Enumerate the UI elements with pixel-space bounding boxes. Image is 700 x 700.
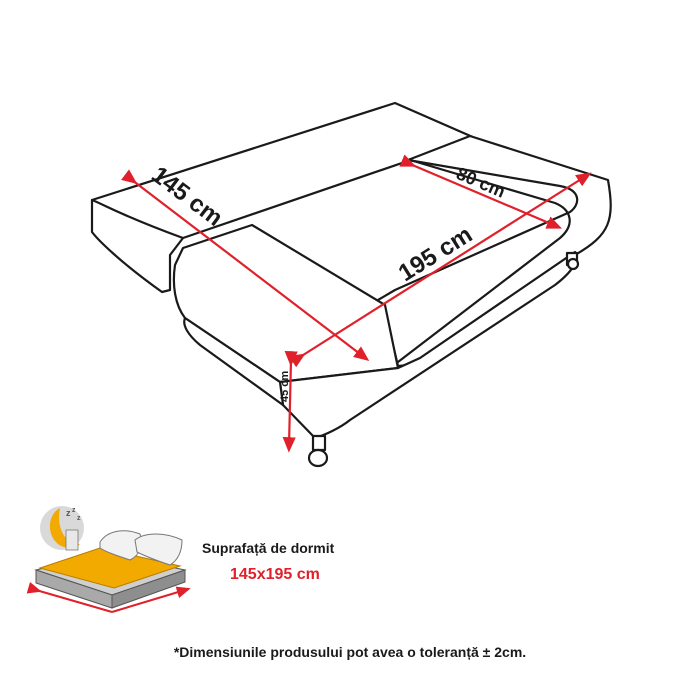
sofa-drawing	[90, 101, 612, 468]
svg-text:z: z	[77, 515, 81, 522]
sleeping-surface-title: Suprafață de dormit	[202, 540, 335, 556]
back-leg-foot	[566, 257, 580, 271]
bed-icon	[26, 530, 191, 613]
bed-size-arrow	[26, 582, 113, 613]
svg-text:z: z	[66, 508, 71, 518]
height-line	[282, 351, 298, 453]
svg-text:z: z	[72, 507, 76, 514]
height-label: 45 cm	[279, 371, 291, 402]
main-seat	[172, 223, 400, 384]
backrest	[376, 134, 612, 368]
bed-size-arrow-2	[111, 586, 191, 613]
mattress	[38, 547, 182, 589]
sleeping-surface-value: 145x195 cm	[230, 566, 320, 583]
dimension-lines	[121, 154, 592, 453]
front-leg-foot	[307, 448, 329, 468]
front-leg	[311, 434, 327, 452]
bed-side	[111, 569, 186, 609]
pillow-right	[134, 533, 183, 566]
length-line	[289, 172, 592, 368]
tolerance-footnote: *Dimensiunile produsului pot avea o tole…	[173, 644, 527, 660]
sleeping-moon-icon: z z z	[40, 506, 84, 551]
